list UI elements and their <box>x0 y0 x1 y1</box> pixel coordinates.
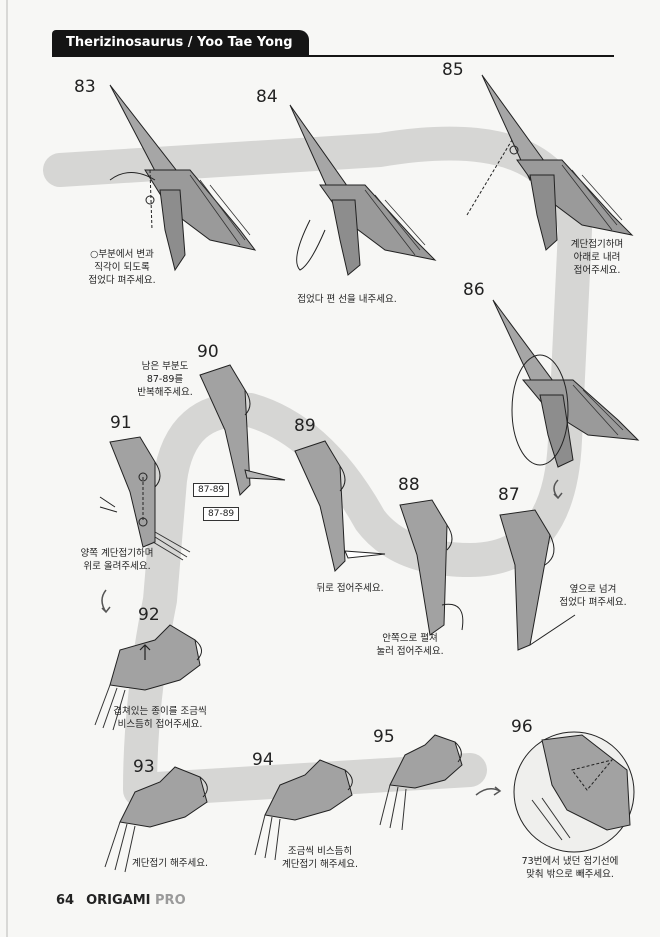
step-87-figure <box>499 509 576 651</box>
step-number-91: 91 <box>110 413 132 433</box>
page-footer: 64 ORIGAMI PRO <box>56 893 186 908</box>
step-number-95: 95 <box>373 727 395 747</box>
step-91-caption: 양쪽 계단접기하며 위로 올려주세요. <box>80 548 154 572</box>
page-header-title: Therizinosaurus / Yoo Tae Yong <box>52 30 309 56</box>
step-number-85: 85 <box>442 60 464 80</box>
step-number-83: 83 <box>74 77 96 97</box>
step-number-92: 92 <box>138 605 160 625</box>
step-number-89: 89 <box>294 416 316 436</box>
step-84-figure <box>289 104 437 276</box>
step-89-caption: 뒤로 접어주세요. <box>316 583 384 594</box>
step-86-figure <box>492 299 640 468</box>
step-92-figure <box>94 624 202 731</box>
step-94-figure <box>254 759 353 861</box>
page-number: 64 <box>56 893 75 908</box>
step-91-figure <box>99 436 191 561</box>
step-number-90: 90 <box>197 342 219 362</box>
step-85-figure <box>466 74 634 251</box>
step-number-94: 94 <box>252 750 274 770</box>
step-84-caption: 접었다 편 선을 내주세요. <box>297 294 397 305</box>
step-88-figure <box>399 499 464 636</box>
header-rule <box>52 55 614 57</box>
step-number-96: 96 <box>511 717 533 737</box>
step-number-88: 88 <box>398 475 420 495</box>
step-95-figure <box>379 734 463 831</box>
step-number-84: 84 <box>256 87 278 107</box>
page-binding-edge <box>6 0 8 937</box>
footer-brand-suffix: PRO <box>155 893 186 908</box>
step-83-caption: ○부분에서 변과 직각이 되도록 접었다 펴주세요. <box>88 249 156 286</box>
step-ref-box-b: 87-89 <box>203 507 240 521</box>
footer-brand: ORIGAMI <box>86 893 151 908</box>
step-96-caption: 73번에서 냈던 접기선에 맞춰 밖으로 빼주세요. <box>521 856 619 880</box>
step-94-caption: 조금씩 비스듬히 계단접기 해주세요. <box>282 846 358 870</box>
step-88-caption: 안쪽으로 펼쳐 눌러 접어주세요. <box>376 633 444 657</box>
step-number-87: 87 <box>498 485 520 505</box>
step-number-93: 93 <box>133 757 155 777</box>
step-92-caption: 겹쳐있는 종이를 조금씩 비스듬히 접어주세요. <box>113 706 207 730</box>
step-96-figure <box>513 731 635 853</box>
step-85-caption: 계단접기하며 아래로 내려 접어주세요. <box>570 239 624 276</box>
step-number-86: 86 <box>463 280 485 300</box>
step-87-caption: 옆으로 넘겨 접었다 펴주세요. <box>559 584 627 608</box>
curve-arrow-icon <box>101 589 111 614</box>
step-83-figure <box>109 84 257 272</box>
right-arrow-icon <box>475 786 502 796</box>
step-90-caption: 남은 부분도 87-89를 반복해주세요. <box>137 361 193 398</box>
step-89-figure <box>294 440 386 572</box>
step-90-figure <box>199 364 286 496</box>
step-93-caption: 계단접기 해주세요. <box>132 858 208 869</box>
step-93-figure <box>104 766 208 873</box>
down-arrow-icon <box>553 479 563 500</box>
step-ref-box-a: 87-89 <box>193 483 230 497</box>
